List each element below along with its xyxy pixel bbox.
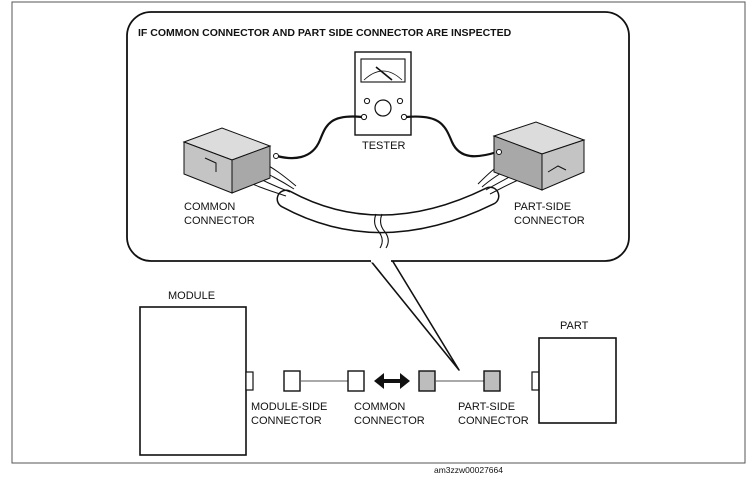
double-arrow-icon [374, 373, 410, 389]
module-label: MODULE [168, 290, 215, 302]
common-connector-label-line1: COMMON [354, 401, 405, 413]
tester-label: TESTER [362, 140, 405, 152]
tester-lead-left [276, 115, 363, 160]
module-side-connector [283, 370, 301, 392]
callout-part-side-connector-icon [492, 121, 586, 191]
part-side-connector-label-line1: PART-SIDE [458, 401, 515, 413]
callout-common-connector-icon [182, 127, 279, 194]
outer-frame [11, 1, 746, 464]
callout-common-connector-label-line2: CONNECTOR [184, 215, 255, 227]
part-side-connector-label-line2: CONNECTOR [458, 415, 529, 427]
tester-lead-right [405, 115, 498, 158]
callout-common-connector-label-line1: COMMON [184, 201, 235, 213]
module-box [139, 306, 247, 456]
tester-icon [354, 51, 412, 136]
callout-title: IF COMMON CONNECTOR AND PART SIDE CONNEC… [138, 27, 512, 39]
callout-part-side-connector-label-line2: CONNECTOR [514, 215, 585, 227]
common-connector-label-line2: CONNECTOR [354, 415, 425, 427]
module-side-connector-label-line2: CONNECTOR [251, 415, 322, 427]
part-terminal [531, 371, 540, 391]
part-side-connector [483, 370, 501, 392]
module-side-connector-label-line1: MODULE-SIDE [251, 401, 327, 413]
callout-pointer [369, 259, 460, 371]
module-terminal [245, 371, 254, 391]
part-label: PART [560, 320, 589, 332]
figure-id: am3zzw00027664 [434, 465, 503, 475]
shaded-connector-left [418, 370, 436, 392]
common-connector [347, 370, 365, 392]
callout-part-side-connector-label-line1: PART-SIDE [514, 201, 571, 213]
part-box [538, 337, 617, 424]
